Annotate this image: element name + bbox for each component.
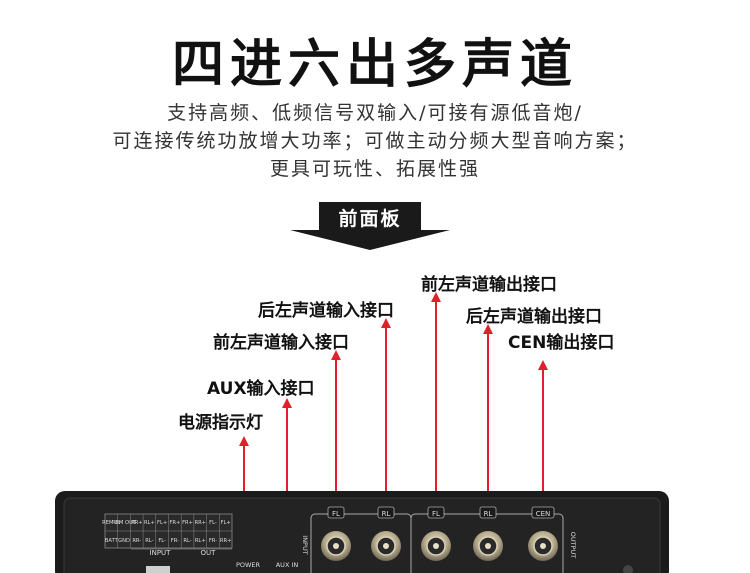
callout-front-left-input: 前左声道输入接口 — [213, 333, 349, 353]
terminal-pin-label: FR- — [209, 538, 217, 544]
callout-rear-left-input: 后左声道输入接口 — [258, 301, 394, 321]
terminal-pin-label: FL+ — [221, 520, 231, 526]
arrow-head-front-left-input — [331, 350, 341, 360]
input-side-label: INPUT — [301, 535, 309, 554]
terminal-pin-label: RR+ — [220, 538, 232, 544]
output-jack-cen[interactable]: CEN — [528, 506, 558, 561]
terminal-pin-label: RL+ — [144, 520, 155, 526]
jack-label: FL — [332, 510, 340, 518]
front-panel-section-tag: 前面板 — [290, 202, 450, 250]
description-line-3: 更具可玩性、拓展性强 — [269, 158, 480, 180]
terminal-input-label: INPUT — [150, 549, 172, 557]
usb-port — [146, 566, 170, 573]
input-jack-rl[interactable]: RL — [371, 506, 401, 561]
power-label: POWER — [236, 561, 261, 569]
description-line-2: 可连接传统功放增大功率；可做主动分频大型音响方案； — [112, 130, 638, 152]
section-label: 前面板 — [338, 208, 402, 230]
callout-aux-input: AUX输入接口 — [207, 379, 315, 399]
terminal-pin-label: FR+ — [169, 520, 180, 526]
page-title: 四进六出多声道 — [171, 35, 578, 95]
output-side-label: OUTPUT — [569, 532, 577, 559]
jack-label: CEN — [536, 510, 551, 518]
terminal-output-label: OUT — [201, 549, 217, 557]
input-jack-fl[interactable]: FL — [321, 506, 351, 561]
arrow-head-aux-input — [282, 398, 292, 408]
arrow-head-cen-output — [538, 360, 548, 370]
callout-front-left-output: 前左声道输出接口 — [421, 275, 557, 295]
terminal-pin-label: RL+ — [195, 538, 206, 544]
callout-rear-left-output: 后左声道输出接口 — [466, 307, 602, 327]
aux-in-label: AUX IN — [276, 561, 299, 569]
description-line-1: 支持高频、低频信号双输入/可接有源低音炮/ — [167, 102, 583, 124]
terminal-pin-label: GND — [118, 538, 130, 544]
section-tag-bar — [319, 202, 421, 230]
terminal-pin-label: FL+ — [157, 520, 167, 526]
terminal-pin-label: FL- — [158, 538, 166, 544]
terminal-pin-label: RL- — [145, 538, 153, 544]
jack-label: RL — [484, 510, 493, 518]
terminal-pin-label: RL- — [183, 538, 191, 544]
terminal-pin-label: RR+ — [194, 520, 206, 526]
arrow-head-power-indicator — [239, 436, 249, 446]
mount-screw-icon — [623, 565, 633, 573]
terminal-pin-label: RR- — [132, 538, 141, 544]
callout-power-indicator: 电源指示灯 — [178, 413, 263, 433]
terminal-pin-label: REM OUT — [112, 520, 137, 526]
jack-label: RL — [382, 510, 391, 518]
terminal-pin-label: REM IN — [102, 520, 121, 526]
down-arrow-icon — [290, 230, 450, 250]
terminal-pin-label: RR+ — [131, 520, 143, 526]
arrow-head-rear-left-output — [483, 324, 493, 334]
arrow-head-front-left-output — [431, 292, 441, 302]
terminal-pin-label: FL- — [209, 520, 217, 526]
output-jack-fl[interactable]: FL — [421, 506, 451, 561]
terminal-pin-label: FR+ — [182, 520, 193, 526]
terminal-pin-label: FR- — [171, 538, 179, 544]
jack-label: FL — [432, 510, 440, 518]
output-jack-rl[interactable]: RL — [473, 506, 503, 561]
arrow-head-rear-left-input — [381, 318, 391, 328]
terminal-pin-label: BATT — [105, 538, 119, 544]
callout-cen-output: CEN输出接口 — [508, 333, 615, 353]
